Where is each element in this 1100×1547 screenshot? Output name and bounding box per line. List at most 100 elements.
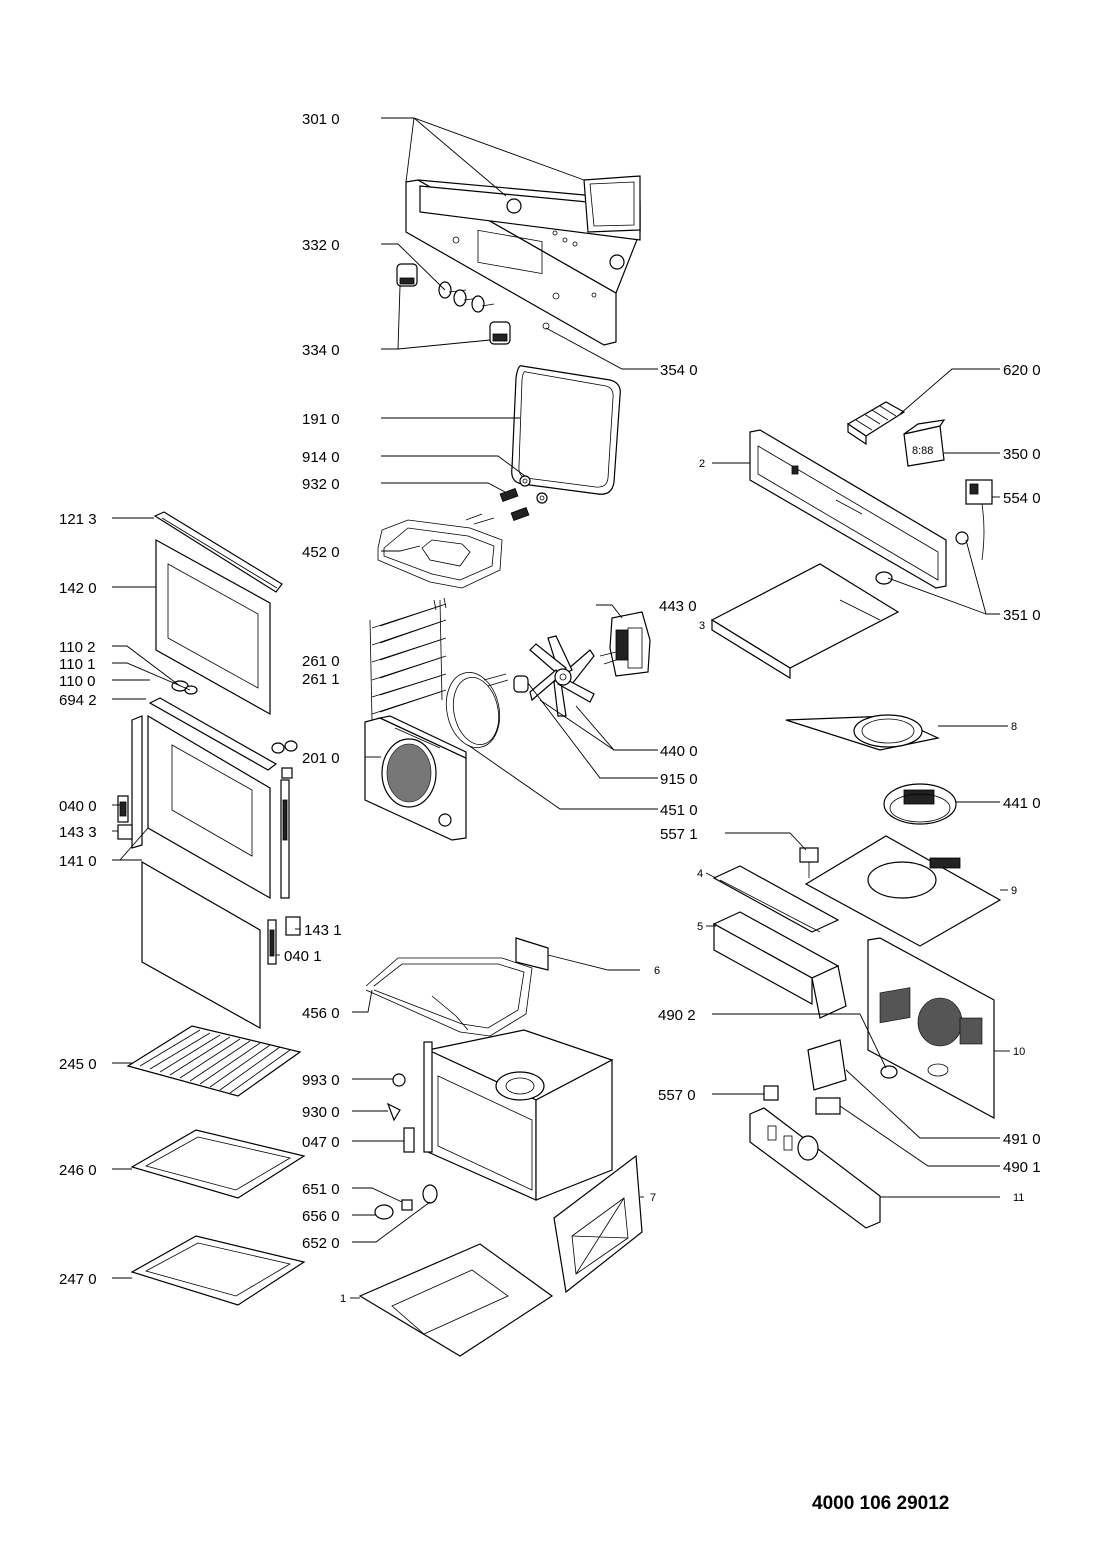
callout-350-0: 350 0 — [1003, 446, 1041, 463]
callout-332-0: 332 0 — [302, 237, 340, 254]
rear-panel-part — [867, 937, 995, 1120]
inner-door-glass-part — [141, 860, 261, 1030]
callout-4: 4 — [697, 868, 703, 880]
callout-261-1: 261 1 — [302, 671, 340, 688]
control-panel-part — [405, 175, 641, 346]
callout-143-3: 143 3 — [59, 824, 97, 841]
callout-8: 8 — [1011, 721, 1017, 733]
callout-651-0: 651 0 — [302, 1181, 340, 1198]
side-rail-part — [712, 865, 840, 933]
small-parts-group — [374, 1073, 438, 1220]
callout-656-0: 656 0 — [302, 1208, 340, 1225]
callout-490-1: 490 1 — [1003, 1159, 1041, 1176]
callout-5: 5 — [697, 921, 703, 933]
callout-141-0: 141 0 — [59, 853, 97, 870]
callout-110-2: 110 2 — [59, 639, 95, 656]
nut-and-spring-parts — [499, 475, 548, 522]
oven-cavity-part — [423, 1029, 614, 1201]
callout-261-0: 261 0 — [302, 653, 340, 670]
thermostat-knob-part — [875, 531, 969, 585]
callout-040-1: 040 1 — [284, 948, 322, 965]
air-duct-part — [712, 911, 847, 1019]
programmer-module-part: 8:88 — [903, 419, 946, 467]
callout-452-0: 452 0 — [302, 544, 340, 561]
door-frame-part — [117, 697, 293, 900]
knobs-part — [396, 263, 550, 345]
gasket-part — [511, 365, 621, 495]
callout-491-0: 491 0 — [1003, 1131, 1041, 1148]
callout-652-0: 652 0 — [302, 1235, 340, 1252]
callout-440-0: 440 0 — [660, 743, 698, 760]
control-bracket-part — [749, 429, 947, 589]
sensor-part — [799, 847, 819, 878]
grill-element-part — [377, 513, 503, 589]
leader-lines — [112, 117, 1010, 1299]
callout-993-0: 993 0 — [302, 1072, 340, 1089]
callout-7: 7 — [650, 1192, 656, 1204]
fan-blade-part — [513, 635, 595, 717]
outer-door-glass-part — [155, 538, 271, 716]
wire-shelf-part — [126, 1025, 302, 1097]
callout-557-1: 557 1 — [660, 826, 698, 843]
callout-047-0: 047 0 — [302, 1134, 340, 1151]
fan-housing-part — [785, 714, 940, 751]
door-hinge-part — [267, 916, 301, 965]
deep-tray-part — [130, 1235, 306, 1306]
thermostat-part — [965, 479, 993, 561]
door-top-trim-part — [153, 511, 283, 593]
cooling-fan-part — [883, 783, 957, 825]
callout-245-0: 245 0 — [59, 1056, 97, 1073]
circular-element-part — [445, 672, 509, 748]
callout-10: 10 — [1013, 1046, 1025, 1058]
callout-191-0: 191 0 — [302, 411, 340, 428]
electrical-components-group — [749, 1039, 898, 1229]
callout-334-0: 334 0 — [302, 342, 340, 359]
callout-143-1: 143 1 — [304, 922, 342, 939]
callout-246-0: 246 0 — [59, 1162, 97, 1179]
callout-2: 2 — [699, 458, 705, 470]
base-plate-part — [804, 835, 1002, 947]
callout-142-0: 142 0 — [59, 580, 97, 597]
callout-932-0: 932 0 — [302, 476, 340, 493]
bottom-panel-part — [358, 1243, 554, 1357]
callout-040-0: 040 0 — [59, 798, 97, 815]
shelf-supports-part — [369, 597, 447, 721]
baking-tray-part — [130, 1129, 306, 1199]
top-panel-part — [710, 563, 900, 680]
document-number: 4000 106 29012 — [812, 1493, 950, 1514]
callout-6: 6 — [654, 965, 660, 977]
callout-490-2: 490 2 — [658, 1007, 696, 1024]
callout-915-0: 915 0 — [660, 771, 698, 788]
callout-930-0: 930 0 — [302, 1104, 340, 1121]
callout-121-3: 121 3 — [59, 511, 97, 528]
fan-cover-part — [364, 715, 467, 841]
callout-451-0: 451 0 — [660, 802, 698, 819]
callout-914-0: 914 0 — [302, 449, 340, 466]
callout-247-0: 247 0 — [59, 1271, 97, 1288]
callout-201-0: 201 0 — [302, 750, 340, 767]
callout-694-2: 694 2 — [59, 692, 97, 709]
callout-301-0: 301 0 — [302, 111, 340, 128]
callout-110-0: 110 0 — [59, 673, 95, 690]
svg-text:8:88: 8:88 — [912, 445, 933, 457]
callout-1: 1 — [340, 1293, 346, 1305]
callout-11: 11 — [1013, 1192, 1024, 1204]
callout-554-0: 554 0 — [1003, 490, 1041, 507]
callout-354-0: 354 0 — [660, 362, 698, 379]
callout-456-0: 456 0 — [302, 1005, 340, 1022]
callout-labels: 301 0 332 0 334 0 354 0 191 0 914 0 932 … — [59, 111, 1041, 1305]
callout-557-0: 557 0 — [658, 1087, 696, 1104]
fan-motor-part — [599, 611, 651, 677]
rear-frame-part — [553, 1154, 643, 1294]
terminal-block-part — [846, 401, 906, 446]
callout-351-0: 351 0 — [1003, 607, 1041, 624]
callout-9: 9 — [1011, 885, 1017, 897]
knob-spindles-part — [438, 281, 495, 313]
bottom-element-part — [365, 937, 549, 1037]
callout-620-0: 620 0 — [1003, 362, 1041, 379]
callout-443-0: 443 0 — [659, 598, 697, 615]
callout-3: 3 — [699, 620, 705, 632]
callout-110-1: 110 1 — [59, 656, 95, 673]
callout-441-0: 441 0 — [1003, 795, 1041, 812]
